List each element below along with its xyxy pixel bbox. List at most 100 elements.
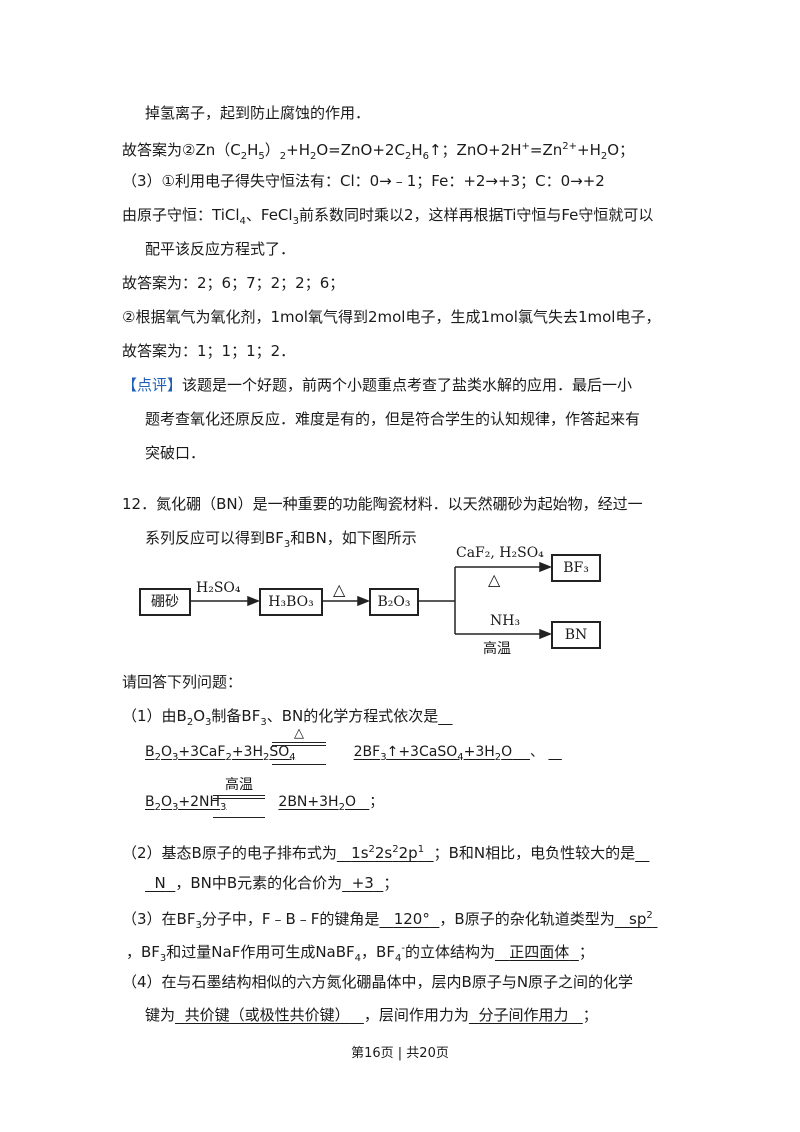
text: O (160, 794, 173, 810)
condition-bar (213, 795, 265, 796)
text: 2p (398, 844, 418, 862)
text: ，BF (126, 943, 160, 961)
text: 和BN，如下图所示 (290, 529, 417, 547)
condition-bar (213, 798, 265, 799)
text: B (145, 744, 155, 760)
answer-blank: N (145, 874, 175, 892)
text: O； (607, 141, 635, 159)
comment-tag: 【点评】 (122, 376, 183, 394)
answer-blank: 120° (379, 910, 439, 928)
arrow-label-heat: △ (333, 580, 346, 599)
text: ，层间作用力为 (363, 1006, 469, 1024)
text: ，BN中B元素的化合价为 (175, 874, 343, 892)
part2-question: （2）基态B原子的电子排布式为 1s22s22p1 ；B和N相比，电负性较大的是 (122, 840, 649, 863)
text-line: 题考查氧化还原反应．难度是有的，但是符合学生的认知规律，作答起来有 (145, 410, 641, 428)
arrow-label-caf2: CaF₂, H₂SO₄ (456, 545, 544, 561)
text: 、FeCl (245, 206, 293, 224)
text-line: 键为 共价键（或极性共价键） ，层间作用力为 分子间作用力 ； (145, 1005, 598, 1025)
text: +3H (231, 744, 263, 760)
comment-line: 【点评】该题是一个好题，前两个小题重点考查了盐类水解的应用．最后一小 (122, 375, 632, 395)
text: ↑；ZnO+2H (428, 141, 522, 159)
arrowhead (247, 595, 261, 607)
answer-blank: 分子间作用力 (469, 1006, 583, 1024)
text: H (411, 141, 423, 159)
part1-question: （1）由B2O3制备BF3、BN的化学方程式依次是 (122, 706, 453, 733)
box-borax: 硼砂 (139, 588, 191, 616)
text: 2BN+3H (278, 794, 339, 810)
blank (635, 844, 649, 862)
blank (438, 707, 452, 725)
box-bf3: BF₃ (551, 554, 601, 582)
text: （3）在BF (122, 910, 196, 928)
text: O (501, 744, 513, 760)
text: B (145, 794, 155, 810)
reaction-condition-2: 高温 (213, 774, 265, 819)
part4-question: （4）在与石墨结构相似的六方氮化硼晶体中，层内B原子与N原子之间的化学 (122, 973, 634, 991)
text-line: ②根据氧气为氧化剂，1mol氧气得到2mol电子，生成1mol氯气失去1mol电… (122, 308, 661, 326)
text: 120° (393, 910, 430, 928)
text: ↑+3CaSO (386, 744, 458, 760)
text: +3H (463, 744, 495, 760)
text: +3 (351, 874, 374, 892)
text: 、 (530, 744, 544, 760)
equation-answer: B2O3+3CaF2+3H2SO4 (145, 744, 296, 763)
arrow-label-high-temp: 高温 (483, 641, 511, 657)
text: 共价键（或极性共价键） (184, 1006, 350, 1024)
arrowhead (539, 628, 553, 640)
text-line: 由原子守恒：TiCl4、FeCl3前系数同时乘以2，这样再根据Ti守恒与Fe守恒… (122, 206, 654, 227)
box-b2o3: B₂O₃ (369, 588, 419, 616)
text: （1）由B (122, 707, 187, 725)
text: （2）基态B原子的电子排布式为 (122, 844, 337, 862)
text: 的立体结构为 (404, 943, 495, 961)
reaction-condition-1: △ (272, 726, 326, 766)
text: ；B和N相比，电负性较大的是 (433, 844, 636, 862)
condition-bar (213, 817, 265, 818)
text: 分子间作用力 (478, 1006, 569, 1024)
text: O (344, 794, 356, 810)
text: 制备BF (211, 707, 261, 725)
answer-blank: sp2 (629, 910, 653, 928)
text-line: 系列反应可以得到BF3和BN，如下图所示 (145, 529, 417, 550)
arrow-label-heat-upper: △ (488, 570, 501, 589)
text: 2BF (353, 744, 381, 760)
text-line: （3）①利用电子得失守恒法有：Cl：0→﹣1；Fe：+2→+3；C：0→+2 (122, 172, 605, 190)
text: O=ZnO+2C (316, 141, 405, 159)
text: +2NH (178, 794, 221, 810)
answer-blank: 正四面体 (495, 943, 579, 961)
text: ； (582, 1006, 598, 1024)
answer-blank: 1s22s22p1 (351, 844, 425, 862)
box-bn: BN (551, 621, 601, 649)
equation-answer: 2BF3↑+3CaSO4+3H2O (353, 744, 513, 763)
text-line: 配平该反应方程式了． (145, 240, 296, 258)
question-title: 12．氮化硼（BN）是一种重要的功能陶瓷材料．以天然硼砂为起始物，经过一 (122, 495, 643, 513)
text-line: N ，BN中B元素的化合价为 +3 ； (145, 873, 399, 893)
part3-question: （3）在BF3分子中，F﹣B﹣F的键角是 120° ，B原子的杂化轨道类型为 s… (122, 906, 658, 936)
condition-text: △ (294, 726, 304, 741)
text: O (160, 744, 173, 760)
answer-blank: +3 (342, 874, 383, 892)
text: +H (577, 141, 601, 159)
text: 分子中，F﹣B﹣F的键角是 (201, 910, 380, 928)
equation-answer: 2BN+3H2O (278, 794, 356, 813)
text: 键为 (145, 1006, 176, 1024)
text: 正四面体 (509, 943, 570, 961)
text: N (154, 874, 166, 892)
text: +3CaF (178, 744, 226, 760)
text: ； (578, 943, 594, 961)
arrowhead (539, 561, 553, 573)
blank (548, 744, 561, 760)
arrow-label-h2so4: H₂SO₄ (196, 580, 241, 596)
condition-bar (272, 764, 326, 765)
text-line: 故答案为：2；6；7；2；2；6； (122, 274, 345, 292)
text: 系列反应可以得到BF (145, 529, 284, 547)
text-line: ，BF3和过量NaF作用可生成NaBF4，BF4-的立体结构为 正四面体 ； (126, 943, 594, 964)
text: 1s (351, 844, 369, 862)
text: SO (269, 744, 290, 760)
text: ） (264, 141, 280, 159)
text: ，B原子的杂化轨道类型为 (439, 910, 615, 928)
equation-answer: B2O3+2NH3 (145, 794, 227, 813)
box-h3bo3: H₃BO₃ (259, 588, 323, 616)
arrow-label-nh3: NH₃ (490, 613, 521, 629)
